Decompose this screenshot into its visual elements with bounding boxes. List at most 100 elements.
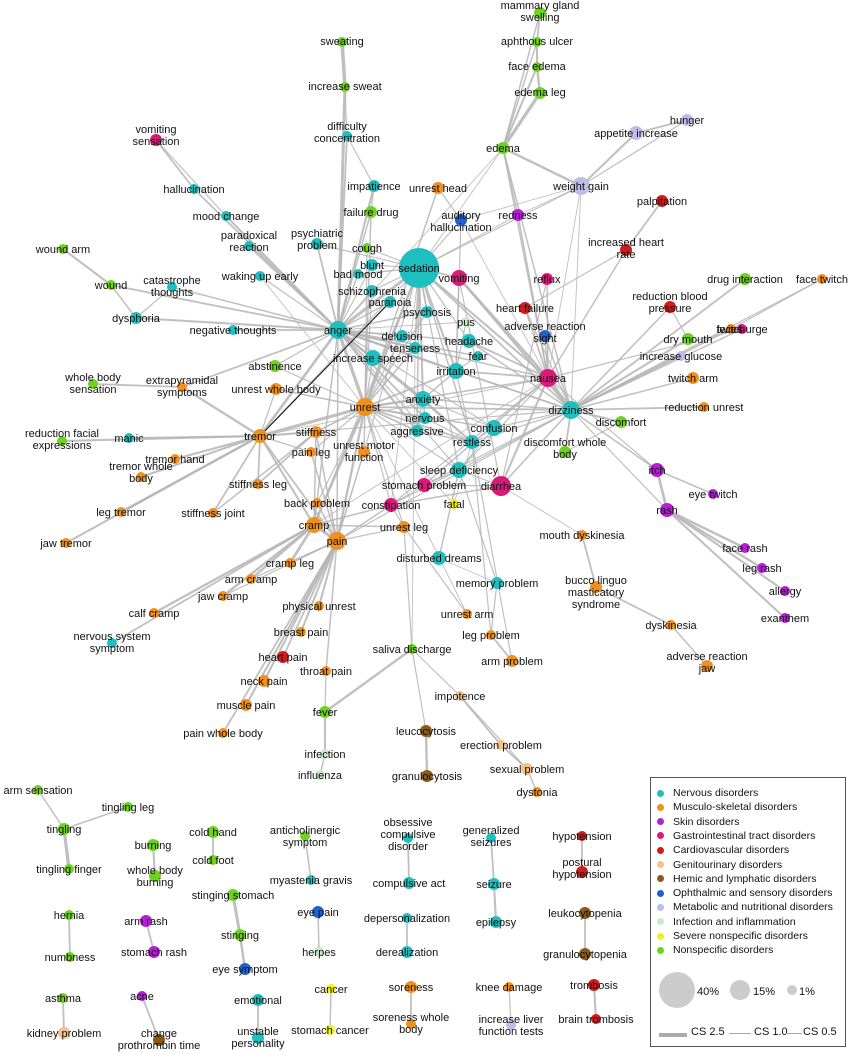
edge-vomiting-irritation [455, 277, 460, 372]
edge-stingingstomach-stinging [231, 894, 242, 936]
edge-wound-dysphoria [110, 284, 137, 319]
node-label-unrestwhole: unrest whole body [231, 384, 321, 396]
edge-pain-throatpain [325, 540, 338, 672]
node-redness [512, 209, 524, 221]
node-wholebodysens [88, 379, 98, 389]
legend-item-seve: Severe nonspecific disorders [657, 929, 808, 943]
node-label-salivadischarge: saliva discharge [373, 644, 452, 656]
node-acne [137, 991, 147, 1001]
edge-dyskinesia-adversejaw [670, 624, 708, 667]
node-label-blunt: blunt [360, 260, 384, 272]
legend-swatch [657, 861, 664, 868]
node-label-anger: anger [324, 325, 352, 337]
edge-nausea-stomachproblem [423, 377, 549, 486]
edge-vomitingsens-hallucination [155, 139, 195, 190]
node-armcramp [246, 574, 256, 584]
node-herpes [314, 947, 324, 957]
edge-unrest-constipation [364, 406, 392, 506]
node-soreness [405, 981, 417, 993]
edge-auditory-nausea [460, 219, 549, 379]
edge-unrest-dizziness [364, 406, 572, 411]
node-label-asthma: asthma [45, 993, 82, 1005]
edge-ocd-compulsive [407, 837, 410, 884]
node-mammary [534, 7, 546, 19]
edge-catastrophe-anger [171, 286, 339, 331]
node-label-compulsive: compulsive act [373, 878, 446, 890]
node-label-derealization: derealization [376, 947, 438, 959]
edge-cancer-stomachcancer [329, 988, 332, 1031]
node-label-hernia: hernia [54, 910, 85, 922]
edge-tremor-jawtremor [65, 435, 261, 544]
edge-pain-jawcramp [222, 540, 338, 597]
node-label-itch: itch [648, 465, 665, 477]
edge-reflux-nausea [546, 278, 549, 379]
node-adversejaw [701, 660, 713, 672]
node-hypotension [577, 831, 587, 841]
node-label-armrash: arm rash [124, 916, 167, 928]
edge-twitcharm-dizziness [570, 377, 694, 411]
node-paradoxical [244, 241, 254, 251]
edge-weightgain-dizziness [570, 185, 582, 411]
node-label-eyesymptom: eye symptom [212, 964, 277, 976]
node-psychosis [421, 306, 433, 318]
edge-unrest-sleepdef [364, 406, 460, 471]
edge-tinglingleg-tingling [63, 806, 129, 830]
edge-edema-sedation [418, 147, 504, 269]
edge-seizure-epilepsy [492, 883, 498, 923]
node-stomachcancer [325, 1025, 335, 1035]
node-label-anxiety: anxiety [406, 394, 441, 406]
edge-wholebodysens-extrapyramidal [92, 383, 183, 388]
node-leukocytopenia [579, 907, 591, 919]
node-label-failuredrug: failure drug [343, 207, 398, 219]
node-unrest [356, 398, 374, 416]
node-sedation [399, 248, 439, 288]
node-label-badmood: bad mood [334, 269, 383, 281]
edge-tremor-tremorwhole [140, 435, 261, 478]
edge-stiffness-stiffnessleg [257, 431, 317, 485]
edge-cramp-jawcramp [222, 524, 315, 597]
node-increaseglucose [676, 351, 686, 361]
edge-redness-nausea [517, 214, 549, 379]
node-label-restless: restless [453, 437, 491, 449]
node-label-cramp: cramp [299, 520, 330, 532]
node-unrestleg [398, 521, 410, 533]
node-label-constipation: constipation [362, 500, 421, 512]
node-fecesurge [737, 324, 747, 334]
node-influenza [315, 770, 325, 780]
legend-swatch [657, 846, 664, 854]
node-label-discomfort: discomfort [596, 417, 647, 429]
node-fever [319, 706, 331, 718]
edge-rash-allergy [666, 509, 786, 592]
node-tinglingfinger [64, 864, 74, 874]
legend-label: Skin disorders [673, 815, 740, 828]
legend-swatch [657, 903, 664, 911]
node-moodchange [221, 211, 231, 221]
edge-hernia-numbness [68, 914, 71, 958]
node-label-backproblem: back problem [284, 498, 350, 510]
edge-kneedamage-liverfunction [508, 986, 512, 1026]
node-headache [462, 334, 476, 348]
edge-restless-armproblem [471, 441, 513, 662]
node-breastpain [296, 627, 306, 637]
legend-swatch [657, 946, 664, 954]
node-label-unresthead: unrest head [409, 183, 467, 195]
node-reflux [541, 273, 553, 285]
edge-difficulty-impatience [346, 135, 375, 187]
edge-paranoia-anger [337, 301, 391, 331]
edge-catastrophe-dysphoria [135, 286, 173, 319]
edge-increasedheart-heartfailure [524, 249, 627, 309]
node-label-dystonia: dystonia [517, 787, 559, 799]
legend-item-nons: Nonspecific disorders [657, 943, 773, 957]
node-label-mouthdysk: mouth dyskinesia [540, 530, 626, 542]
node-coldhand [207, 826, 219, 838]
edge-nausea-diarrhea [500, 377, 549, 487]
node-reductionbp [664, 301, 676, 313]
node-drymouth [682, 333, 694, 345]
legend-item-skin: Skin disorders [657, 815, 740, 829]
edge-wakingup-anger [259, 275, 339, 331]
edge-tremor-stiffnessleg [257, 435, 261, 485]
